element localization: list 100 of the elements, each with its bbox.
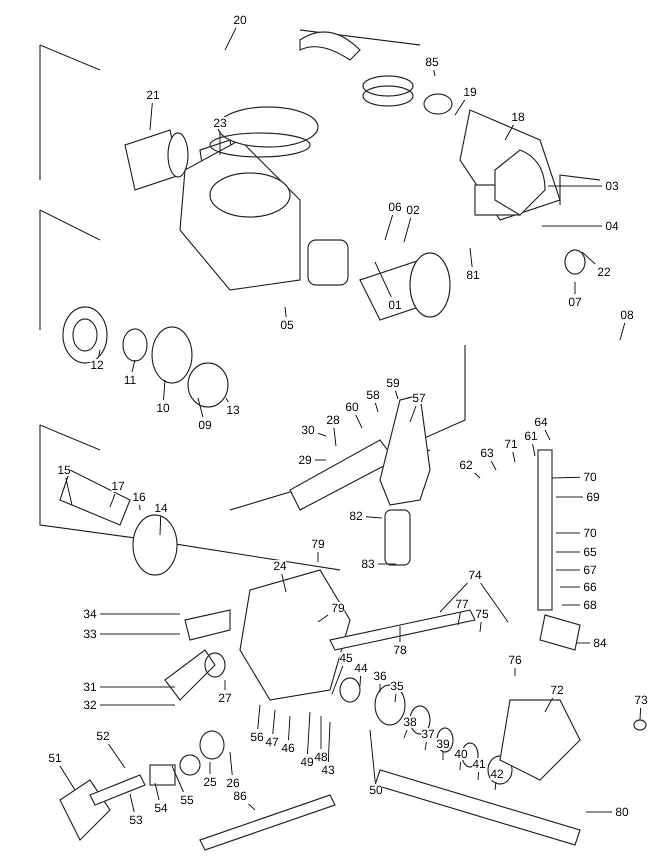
callout-number: 12 xyxy=(90,359,104,371)
leader-line xyxy=(110,494,116,508)
leader-line xyxy=(108,744,126,768)
leader-line xyxy=(512,452,516,462)
callout-number: 26 xyxy=(226,777,240,789)
leader-line xyxy=(560,586,580,588)
leader-line xyxy=(272,710,276,734)
leader-line xyxy=(458,612,461,626)
callout-number: 58 xyxy=(366,389,380,401)
leader-line xyxy=(163,380,166,400)
leader-line xyxy=(374,402,378,412)
callout-number: 65 xyxy=(583,546,597,558)
leader-line xyxy=(230,752,233,776)
callout-number: 22 xyxy=(597,266,611,278)
leader-line xyxy=(384,214,394,240)
callout-number: 07 xyxy=(568,296,582,308)
leader-line xyxy=(60,766,76,790)
leader-line xyxy=(355,414,362,428)
callout-number: 15 xyxy=(57,464,71,476)
callout-number: 34 xyxy=(83,608,97,620)
callout-number: 54 xyxy=(154,802,168,814)
leader-line xyxy=(404,218,412,242)
callout-number: 23 xyxy=(213,117,227,129)
leader-line xyxy=(370,730,376,782)
leader-line xyxy=(360,676,362,686)
callout-number: 60 xyxy=(345,401,359,413)
callout-number: 62 xyxy=(459,459,473,471)
leader-line xyxy=(306,712,310,754)
leader-line xyxy=(442,752,444,760)
leader-line xyxy=(281,574,286,592)
callout-number: 36 xyxy=(373,670,387,682)
leader-line xyxy=(470,248,473,268)
callout-number: 32 xyxy=(83,699,97,711)
leader-line xyxy=(160,516,162,536)
callout-number: 83 xyxy=(361,558,375,570)
leader-line xyxy=(640,708,642,720)
callout-number: 68 xyxy=(583,599,597,611)
leader-line xyxy=(460,762,461,770)
leader-line xyxy=(433,70,436,76)
callout-number: 81 xyxy=(466,269,480,281)
callout-number: 79 xyxy=(311,538,325,550)
leader-line xyxy=(424,742,427,750)
leader-line xyxy=(544,430,550,440)
leader-line xyxy=(288,716,290,740)
callout-number: 40 xyxy=(454,748,468,760)
callout-number: 70 xyxy=(583,527,597,539)
callout-number: 31 xyxy=(83,681,97,693)
callout-number: 04 xyxy=(605,220,619,232)
callout-number: 72 xyxy=(550,684,564,696)
callout-number: 21 xyxy=(146,89,160,101)
callout-number: 52 xyxy=(96,730,110,742)
leader-line xyxy=(130,794,135,812)
callout-number: 84 xyxy=(593,637,607,649)
callout-number: 47 xyxy=(265,736,279,748)
callout-number: 79 xyxy=(331,602,345,614)
callout-number: 78 xyxy=(393,644,407,656)
leader-line xyxy=(318,432,326,436)
callout-number: 57 xyxy=(412,392,426,404)
callout-number: 48 xyxy=(314,751,328,763)
callout-number: 67 xyxy=(583,564,597,576)
leader-line xyxy=(544,698,554,712)
callout-number: 35 xyxy=(390,680,404,692)
callout-number: 18 xyxy=(511,111,525,123)
leader-line xyxy=(556,532,580,534)
callout-number: 28 xyxy=(326,414,340,426)
callout-number: 08 xyxy=(620,309,634,321)
callout-number: 74 xyxy=(468,569,482,581)
leader-line xyxy=(474,472,480,478)
callout-number: 55 xyxy=(180,794,194,806)
leader-line xyxy=(139,504,140,510)
leader-line xyxy=(366,516,382,518)
callout-number: 61 xyxy=(524,430,538,442)
callout-number: 27 xyxy=(218,692,232,704)
leader-line xyxy=(198,398,204,418)
callout-number: 38 xyxy=(403,716,417,728)
leader-line xyxy=(395,390,398,400)
callout-number: 29 xyxy=(298,454,312,466)
leader-line xyxy=(100,704,176,706)
callout-number: 33 xyxy=(83,628,97,640)
leader-line xyxy=(172,766,184,792)
leader-line xyxy=(440,582,468,612)
callout-number: 19 xyxy=(463,86,477,98)
leader-line xyxy=(132,360,136,372)
leader-line xyxy=(154,782,160,800)
leader-line xyxy=(478,772,479,780)
callout-number: 86 xyxy=(233,790,247,802)
leader-line xyxy=(410,406,416,422)
callout-number: 42 xyxy=(490,768,504,780)
callout-number: 63 xyxy=(480,447,494,459)
callout-number: 46 xyxy=(281,742,295,754)
leader-line xyxy=(248,804,256,810)
leader-line xyxy=(490,460,496,470)
callout-number: 43 xyxy=(321,764,335,776)
leader-line xyxy=(576,642,590,644)
leader-line xyxy=(224,680,226,690)
callout-number: 02 xyxy=(406,204,420,216)
callout-number: 53 xyxy=(129,814,143,826)
callout-number: 59 xyxy=(386,377,400,389)
leader-line xyxy=(532,444,536,456)
callout-number: 66 xyxy=(583,581,597,593)
